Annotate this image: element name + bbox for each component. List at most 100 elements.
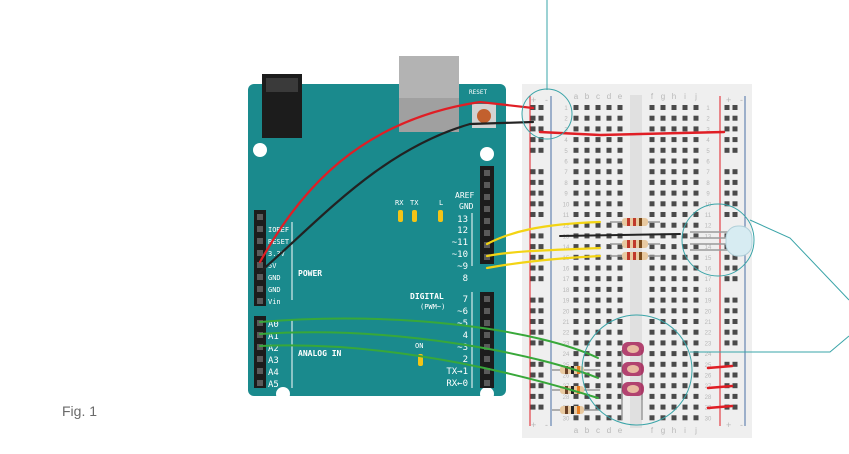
hole <box>682 319 688 324</box>
row-number: 6 <box>706 160 710 166</box>
digital-pin-label: 7 <box>463 295 468 305</box>
rail-plus-label: + <box>531 420 536 430</box>
rail-hole <box>530 372 536 378</box>
rail-hole <box>724 361 730 367</box>
hole <box>660 393 666 399</box>
hole <box>693 393 699 399</box>
rail-plus-label: + <box>726 420 731 430</box>
analog-label: ANALOG IN <box>298 349 342 358</box>
header-pin <box>257 332 263 338</box>
hole <box>693 361 699 367</box>
row-number: 17 <box>563 277 570 283</box>
row-number: 3 <box>706 127 710 133</box>
hole <box>606 244 612 250</box>
hole <box>649 340 655 346</box>
rail-hole <box>724 276 730 282</box>
hole <box>595 158 601 164</box>
analog-pin-label: A4 <box>268 368 279 378</box>
rail-hole <box>530 319 536 324</box>
hole <box>693 147 699 153</box>
reset-label: RESET <box>469 89 487 96</box>
row-number: 21 <box>563 320 570 326</box>
led-body <box>725 225 753 257</box>
hole <box>584 265 590 271</box>
rail-hole <box>724 308 730 314</box>
hole <box>617 340 623 346</box>
digital-pin-label: 13 <box>457 215 468 225</box>
rail-hole <box>530 393 536 399</box>
hole <box>682 212 688 217</box>
column-label: f <box>651 426 654 435</box>
hole <box>660 201 666 207</box>
resistor-band <box>639 240 642 248</box>
on-label: ON <box>415 342 423 350</box>
rail-hole <box>538 190 544 196</box>
hole <box>682 179 688 185</box>
resistor-band <box>571 406 574 414</box>
hole <box>660 297 666 303</box>
column-label: b <box>585 92 590 101</box>
wire-pin10-yellow <box>485 246 602 258</box>
row-number: 4 <box>706 138 710 144</box>
photocell-face <box>627 385 639 393</box>
column-label: j <box>694 426 697 435</box>
hole <box>573 319 579 324</box>
hole <box>573 222 579 228</box>
rail-hole <box>538 137 544 143</box>
hole <box>573 415 579 421</box>
power-pin-label: 3.3V <box>268 250 286 258</box>
rail-hole <box>538 383 544 389</box>
hole <box>617 244 623 250</box>
rail-hole <box>732 383 738 389</box>
hole <box>573 126 579 132</box>
row-number: 20 <box>705 309 712 315</box>
row-number: 19 <box>563 299 570 305</box>
hole <box>573 340 579 346</box>
hole <box>660 169 666 175</box>
digital-pin-label: ~11 <box>452 238 468 248</box>
hole <box>660 308 666 314</box>
rail-hole <box>538 393 544 399</box>
row-number: 22 <box>563 331 570 337</box>
power-label: POWER <box>298 269 322 278</box>
hole <box>693 201 699 207</box>
hole <box>573 351 579 357</box>
hole <box>660 115 666 121</box>
hole <box>584 276 590 282</box>
header-pin <box>257 274 263 280</box>
hole <box>660 126 666 132</box>
header-pin <box>257 238 263 244</box>
header-pin <box>484 368 490 374</box>
hole <box>649 244 655 250</box>
digital-header-bottom <box>480 292 494 388</box>
hole <box>682 126 688 132</box>
hole <box>573 169 579 175</box>
rail-hole <box>732 265 738 271</box>
hole <box>584 126 590 132</box>
resistors-upper <box>610 218 660 260</box>
digital-pin-label: 4 <box>463 331 468 341</box>
hole <box>584 137 590 143</box>
hole <box>682 308 688 314</box>
hole <box>606 147 612 153</box>
analog-pin-label: A3 <box>268 356 279 366</box>
hole <box>573 329 579 335</box>
rail-hole <box>538 361 544 367</box>
hole <box>617 169 623 175</box>
digital-pin-label: ~9 <box>457 262 468 272</box>
resistor-band <box>565 366 568 374</box>
hole <box>660 137 666 143</box>
rail-hole <box>530 126 536 132</box>
column-label: i <box>684 92 686 101</box>
wire-pin9-yellow <box>485 254 602 270</box>
hole <box>606 126 612 132</box>
header-pin <box>257 356 263 362</box>
hole <box>584 340 590 346</box>
hole <box>693 212 699 217</box>
power-pin-label: RESET <box>268 238 290 246</box>
column-label: f <box>651 92 654 101</box>
row-number: 7 <box>564 170 568 176</box>
row-number: 14 <box>563 245 570 251</box>
